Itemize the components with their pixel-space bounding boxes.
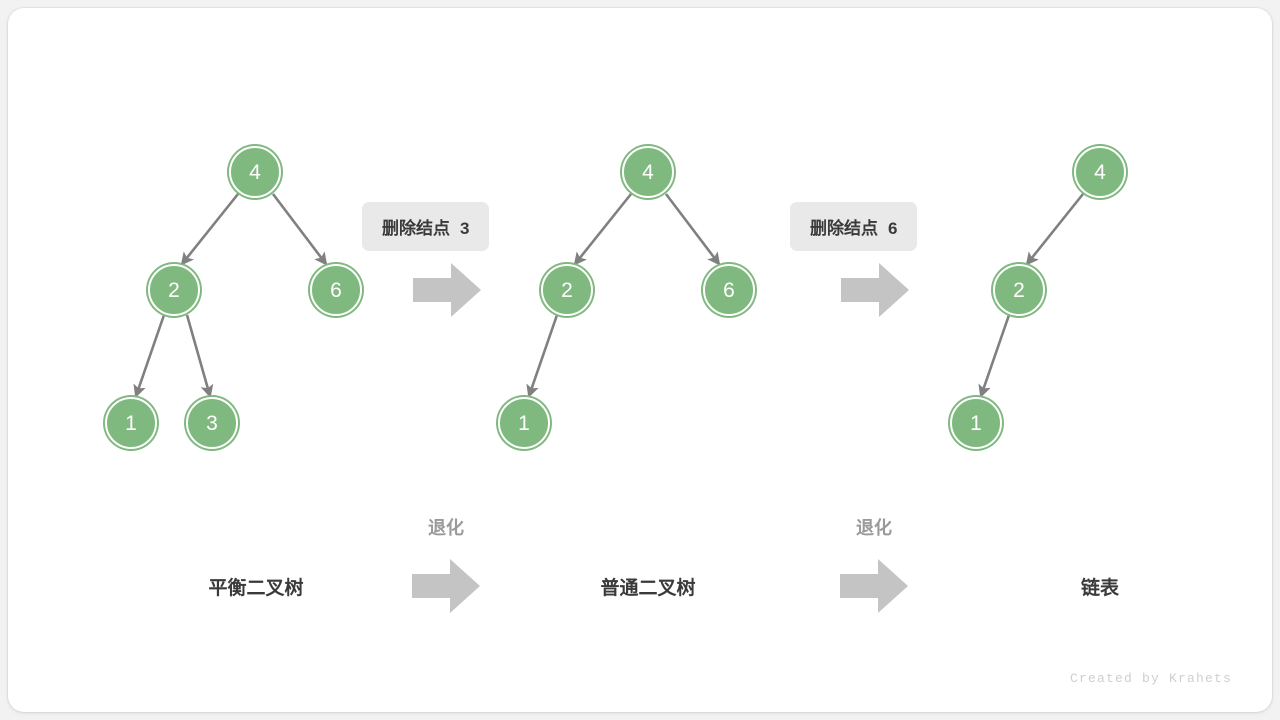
caption-layer: 平衡二叉树 普通二叉树 链表 退化 退化 <box>8 8 1272 712</box>
tree-node-label: 4 <box>1094 160 1106 184</box>
tree-node[interactable]: 2 <box>993 264 1045 316</box>
tree-node[interactable]: 4 <box>622 146 674 198</box>
tree-node-label: 1 <box>518 411 530 435</box>
operation-chip[interactable]: 删除结点 6 <box>790 202 918 251</box>
operation-arrow-icon <box>413 262 481 318</box>
tree-node[interactable]: 2 <box>541 264 593 316</box>
tree-node[interactable]: 2 <box>148 264 200 316</box>
operation-layer: 删除结点 3 删除结点 6 <box>8 8 1272 712</box>
operation-chip[interactable]: 删除结点 3 <box>362 202 490 251</box>
credit-text: Created by Krahets <box>1069 671 1232 686</box>
tree-node-layer: 4 2 6 1 3 4 2 6 1 4 2 1 <box>8 8 1272 712</box>
tree-node-label: 3 <box>206 411 218 435</box>
tree-node[interactable]: 6 <box>703 264 755 316</box>
tree-node[interactable]: 1 <box>498 397 550 449</box>
tree-node-label: 1 <box>125 411 137 435</box>
transition-label: 退化 <box>856 518 892 538</box>
operation-arrow-icon <box>841 262 909 318</box>
tree-node[interactable]: 6 <box>310 264 362 316</box>
operation-value: 6 <box>888 219 898 238</box>
tree-node-label: 2 <box>1013 278 1025 302</box>
panel-caption: 普通二叉树 <box>600 578 696 599</box>
tree-node[interactable]: 4 <box>229 146 281 198</box>
transition-arrow-icon <box>840 558 908 614</box>
panel-caption: 平衡二叉树 <box>208 578 304 599</box>
tree-node-label: 4 <box>642 160 654 184</box>
transition-label: 退化 <box>428 518 464 538</box>
panel-caption: 链表 <box>1080 578 1120 599</box>
tree-node-label: 6 <box>330 278 342 302</box>
operation-value: 3 <box>460 219 470 238</box>
tree-node-label: 4 <box>249 160 261 184</box>
tree-node-label: 2 <box>168 278 180 302</box>
tree-node[interactable]: 4 <box>1074 146 1126 198</box>
transition-arrow-icon <box>412 558 480 614</box>
tree-node[interactable]: 1 <box>950 397 1002 449</box>
operation-label: 删除结点 <box>810 219 878 238</box>
tree-node-label: 6 <box>723 278 735 302</box>
tree-node[interactable]: 1 <box>105 397 157 449</box>
operation-label: 删除结点 <box>382 219 450 238</box>
tree-node-label: 1 <box>970 411 982 435</box>
diagram-card: 4 2 6 1 3 4 2 6 1 4 2 1 删除结点 3 删除结点 6 平衡二叉树 普通二叉树 链表 退化 退化… <box>8 8 1272 712</box>
tree-node-label: 2 <box>561 278 573 302</box>
tree-node[interactable]: 3 <box>186 397 238 449</box>
